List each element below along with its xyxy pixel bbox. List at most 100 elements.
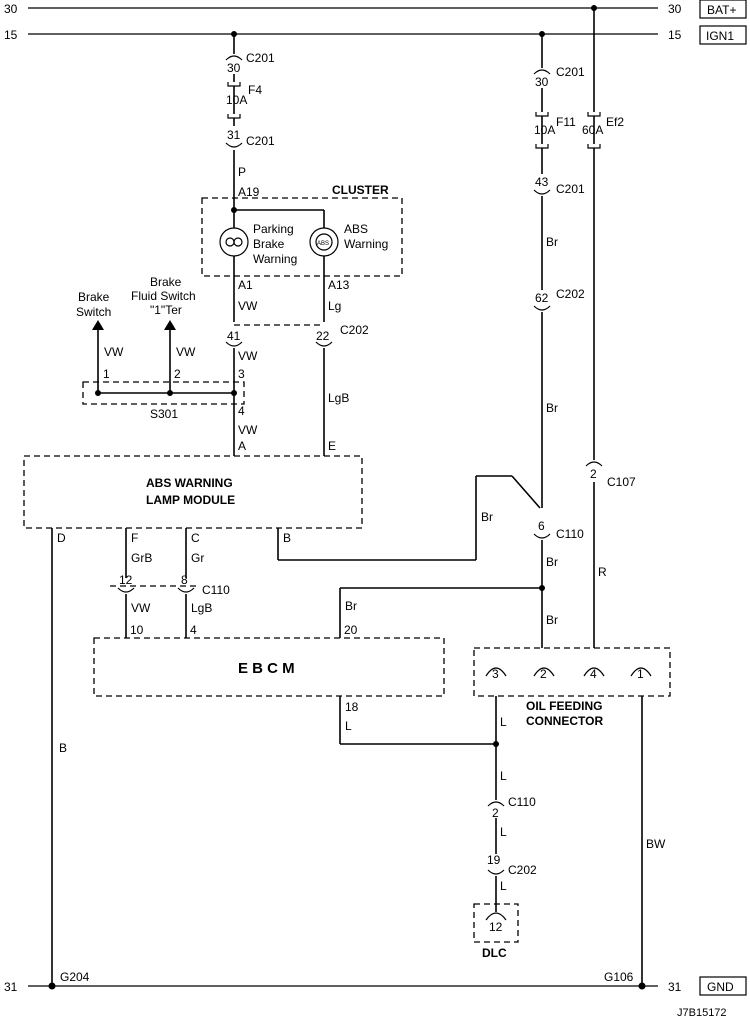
svg-text:BAT+: BAT+ xyxy=(707,3,736,17)
svg-text:10A: 10A xyxy=(534,123,555,137)
svg-text:F: F xyxy=(131,531,138,545)
svg-text:31: 31 xyxy=(4,980,18,994)
svg-text:15: 15 xyxy=(4,28,18,42)
svg-text:A: A xyxy=(238,439,246,453)
svg-text:A1: A1 xyxy=(238,278,253,292)
svg-text:30: 30 xyxy=(668,2,682,16)
svg-text:D: D xyxy=(57,531,66,545)
svg-text:62: 62 xyxy=(535,291,549,305)
svg-text:Switch: Switch xyxy=(76,305,111,319)
brake-switches: Brake Switch VW Brake Fluid Switch "1"Te… xyxy=(76,275,336,453)
svg-text:ABS WARNING: ABS WARNING xyxy=(146,476,233,490)
svg-text:E B C M: E B C M xyxy=(238,660,295,677)
svg-text:C202: C202 xyxy=(340,323,369,337)
svg-text:Br: Br xyxy=(546,555,558,569)
svg-text:C107: C107 xyxy=(607,475,636,489)
svg-text:OIL FEEDING: OIL FEEDING xyxy=(526,699,602,713)
svg-text:B: B xyxy=(283,531,291,545)
svg-text:60A: 60A xyxy=(582,123,603,137)
svg-text:20: 20 xyxy=(344,623,358,637)
svg-text:Fluid Switch: Fluid Switch xyxy=(131,289,196,303)
svg-text:ABS: ABS xyxy=(344,222,368,236)
svg-text:C201: C201 xyxy=(246,134,275,148)
f4-branch: 30 C201 10A F4 31 C201 P A19 xyxy=(225,31,275,210)
svg-text:G204: G204 xyxy=(60,970,90,984)
svg-text:C201: C201 xyxy=(246,51,275,65)
svg-text:LAMP MODULE: LAMP MODULE xyxy=(146,493,235,507)
svg-text:2: 2 xyxy=(492,806,499,820)
dlc-branch: 2 C110 L 19 C202 L 12 DLC xyxy=(473,795,537,960)
svg-text:2: 2 xyxy=(590,467,597,481)
svg-text:Warning: Warning xyxy=(253,252,297,266)
svg-text:12: 12 xyxy=(489,920,503,934)
c202-connector: 41 22 C202 VW LgB xyxy=(225,323,369,456)
svg-text:Br: Br xyxy=(546,613,558,627)
svg-text:VW: VW xyxy=(131,601,151,615)
svg-text:C: C xyxy=(191,531,200,545)
svg-text:2: 2 xyxy=(174,367,181,381)
diagram-code: J7B15172 xyxy=(677,1007,727,1019)
svg-text:VW: VW xyxy=(176,345,196,359)
svg-text:Br: Br xyxy=(345,599,357,613)
svg-text:2: 2 xyxy=(540,667,547,681)
svg-text:C110: C110 xyxy=(556,527,584,541)
bat-rail: 30 30 BAT+ xyxy=(4,0,747,19)
svg-text:L: L xyxy=(500,825,507,839)
svg-text:15: 15 xyxy=(668,28,682,42)
svg-text:L: L xyxy=(500,879,507,893)
svg-text:IGN1: IGN1 xyxy=(706,29,734,43)
svg-text:VW: VW xyxy=(238,423,258,437)
svg-text:GrB: GrB xyxy=(131,551,152,565)
svg-text:Brake: Brake xyxy=(150,275,182,289)
svg-text:A19: A19 xyxy=(238,185,260,199)
svg-text:3: 3 xyxy=(492,667,499,681)
ign1-rail: 15 15 IGN1 xyxy=(4,25,747,45)
svg-text:S301: S301 xyxy=(150,407,178,421)
svg-text:4: 4 xyxy=(590,667,597,681)
svg-text:10A: 10A xyxy=(226,93,247,107)
cluster: CLUSTER Parking Brake Warning ABS ABS Wa… xyxy=(201,183,403,322)
svg-text:LgB: LgB xyxy=(328,391,349,405)
svg-text:Brake: Brake xyxy=(253,237,285,251)
svg-text:L: L xyxy=(500,715,507,729)
svg-text:4: 4 xyxy=(238,404,245,418)
svg-text:12: 12 xyxy=(119,573,133,587)
svg-text:Br: Br xyxy=(546,235,558,249)
svg-text:VW: VW xyxy=(104,345,124,359)
svg-text:F11: F11 xyxy=(556,115,576,129)
svg-text:8: 8 xyxy=(181,573,188,587)
svg-text:6: 6 xyxy=(538,519,545,533)
svg-text:B: B xyxy=(59,741,67,755)
c110-connector-left: 12 8 C110 VW LgB 10 4 xyxy=(110,573,230,638)
svg-text:Parking: Parking xyxy=(253,222,294,236)
svg-text:C202: C202 xyxy=(556,287,585,301)
svg-text:A13: A13 xyxy=(328,278,350,292)
svg-text:Lg: Lg xyxy=(328,299,341,313)
svg-text:31: 31 xyxy=(668,980,682,994)
svg-text:19: 19 xyxy=(487,853,501,867)
svg-text:1: 1 xyxy=(103,367,110,381)
svg-text:31: 31 xyxy=(227,128,241,142)
svg-text:GND: GND xyxy=(707,980,734,994)
svg-text:F4: F4 xyxy=(248,83,262,97)
svg-text:30: 30 xyxy=(535,75,549,89)
svg-text:G106: G106 xyxy=(604,970,634,984)
svg-text:CLUSTER: CLUSTER xyxy=(332,183,389,197)
ef2-branch: 60A Ef2 2 C107 R xyxy=(582,5,636,648)
svg-text:Warning: Warning xyxy=(344,237,388,251)
svg-text:C201: C201 xyxy=(556,65,585,79)
svg-text:LgB: LgB xyxy=(191,601,212,615)
ebcm: E B C M Br 20 18 L xyxy=(93,587,542,745)
svg-text:Ef2: Ef2 xyxy=(606,115,624,129)
svg-text:22: 22 xyxy=(316,329,330,343)
svg-text:VW: VW xyxy=(238,349,258,363)
svg-text:18: 18 xyxy=(345,700,359,714)
svg-text:Br: Br xyxy=(481,510,493,524)
svg-text:BW: BW xyxy=(646,837,666,851)
ground-points: G204 G106 xyxy=(48,970,646,990)
svg-text:C110: C110 xyxy=(508,795,536,809)
svg-text:P: P xyxy=(238,165,246,179)
svg-text:3: 3 xyxy=(238,367,245,381)
svg-text:C202: C202 xyxy=(508,863,537,877)
